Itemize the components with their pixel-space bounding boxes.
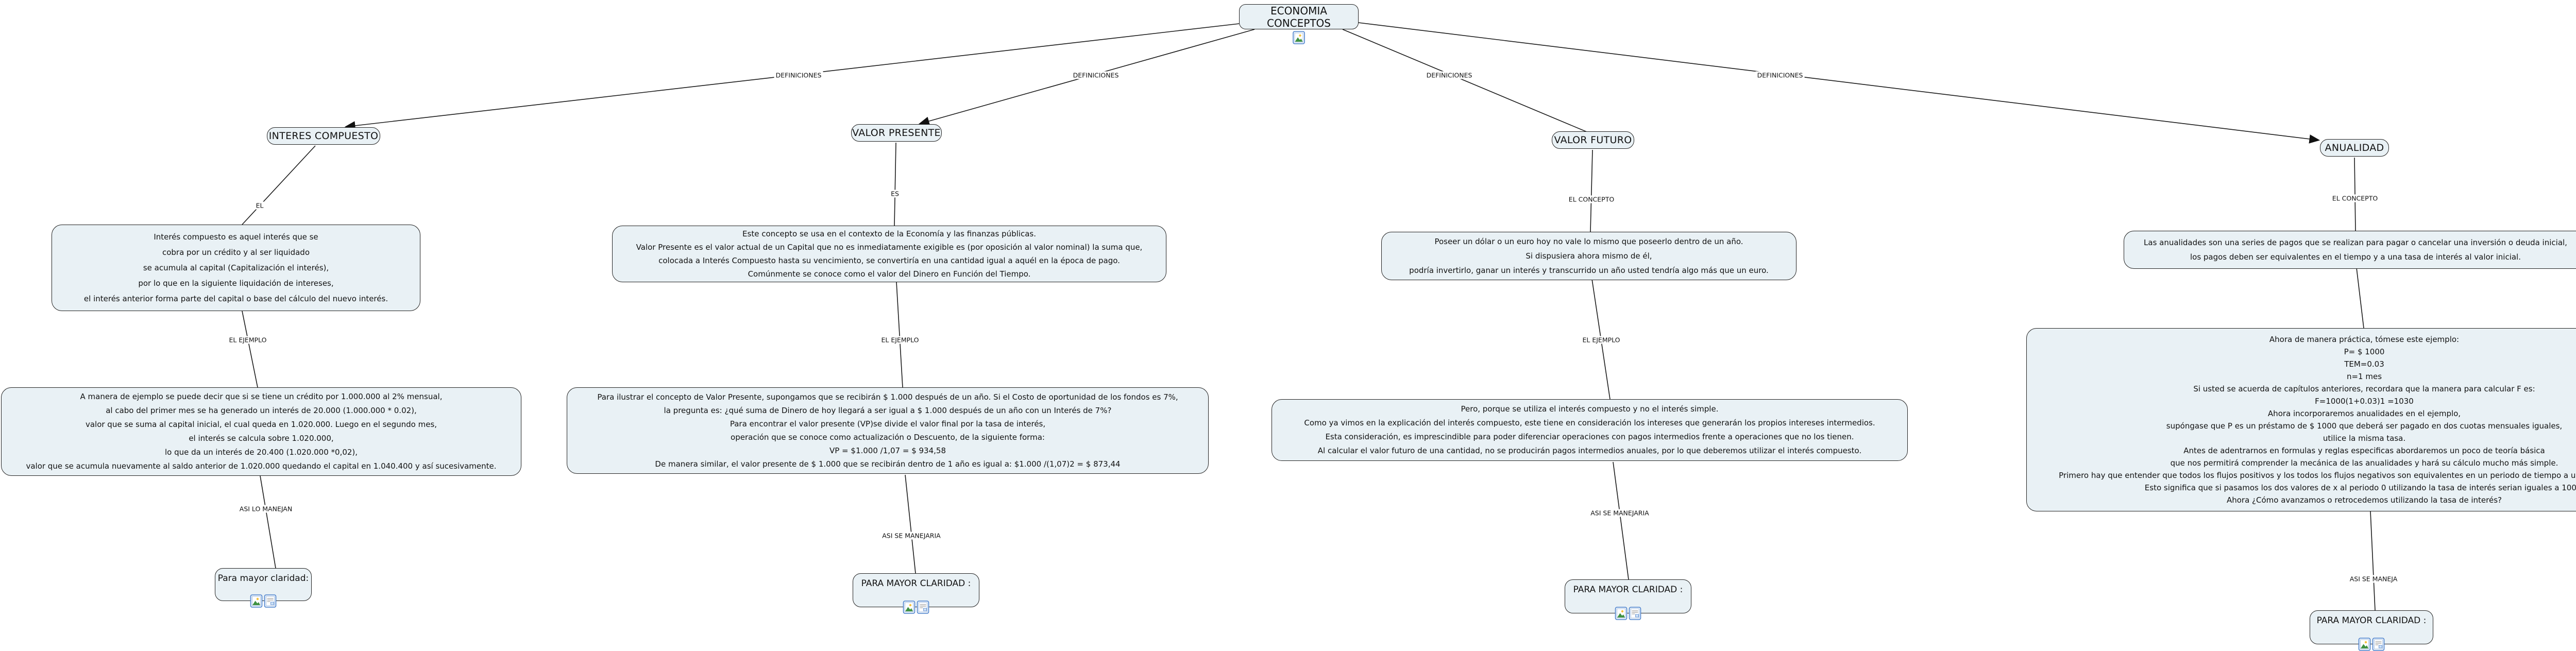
link-phrase-el-ejemplo-3[interactable]: EL EJEMPLO xyxy=(1581,336,1622,344)
clarity-interes-compuesto[interactable]: Para mayor claridad: xyxy=(215,568,312,608)
concept-anualidad[interactable]: ANUALIDAD xyxy=(2320,139,2389,157)
concept-label: ANUALIDAD xyxy=(2325,142,2384,153)
link-phrase-definiciones-2[interactable]: DEFINICIONES xyxy=(1071,71,1121,79)
clarity-label: PARA MAYOR CLARIDAD : xyxy=(1573,585,1683,595)
link-phrase-asi-se-manejaria-1[interactable]: ASI SE MANEJARIA xyxy=(880,532,942,540)
example-text: A manera de ejemplo se puede decir que s… xyxy=(26,392,497,471)
image-attachment-icon[interactable] xyxy=(1293,31,1305,44)
edge-vp-clarity xyxy=(905,474,916,574)
example-text: Pero, porque se utiliza el interés compu… xyxy=(1304,404,1875,455)
clarity-attachments xyxy=(2358,638,2385,651)
link-phrase-el-concepto-2[interactable]: EL CONCEPTO xyxy=(2330,194,2380,202)
example-valor-presente[interactable]: Para ilustrar el concepto de Valor Prese… xyxy=(567,387,1209,474)
definition-anualidad[interactable]: Las anualidades son una series de pagos … xyxy=(2124,231,2576,269)
edge-an-clarity xyxy=(2370,511,2376,611)
clarity-attachments xyxy=(1615,607,1641,620)
clarity-valor-presente[interactable]: PARA MAYOR CLARIDAD : xyxy=(853,573,979,614)
definition-text: Interés compuesto es aquel interés que s… xyxy=(83,232,388,303)
edge-group xyxy=(242,22,2376,611)
image-attachment-icon[interactable] xyxy=(2358,638,2371,651)
link-phrase-el-ejemplo-2[interactable]: EL EJEMPLO xyxy=(879,336,921,344)
link-phrase-el-concepto-1[interactable]: EL CONCEPTO xyxy=(1567,195,1616,203)
link-phrase-definiciones-3[interactable]: DEFINICIONES xyxy=(1425,71,1474,79)
edge-ic-def xyxy=(242,145,316,225)
definition-interes-compuesto[interactable]: Interés compuesto es aquel interés que s… xyxy=(52,225,420,311)
definition-text: Este concepto se usa en el contexto de l… xyxy=(636,229,1143,279)
edge-an-example xyxy=(2356,267,2364,329)
definition-valor-futuro[interactable]: Poseer un dólar o un euro hoy no vale lo… xyxy=(1381,232,1797,280)
edge-vp-def xyxy=(894,142,896,226)
link-phrase-asi-se-maneja[interactable]: ASI SE MANEJA xyxy=(2348,575,2399,583)
clarity-label: Para mayor claridad: xyxy=(217,573,309,584)
link-phrase-definiciones-1[interactable]: DEFINICIONES xyxy=(774,71,823,79)
note-attachment-icon[interactable] xyxy=(264,594,277,608)
note-attachment-icon[interactable] xyxy=(2372,638,2385,651)
example-text: Para ilustrar el concepto de Valor Prese… xyxy=(597,392,1178,469)
edge-an-def xyxy=(2354,157,2356,231)
edge-root-valor-futuro xyxy=(1342,29,1587,132)
link-phrase-el[interactable]: EL xyxy=(254,201,265,210)
concept-label: INTERES COMPUESTO xyxy=(268,130,379,142)
edge-vf-def xyxy=(1590,149,1593,232)
definition-text: Poseer un dólar o un euro hoy no vale lo… xyxy=(1409,237,1769,275)
image-attachment-icon[interactable] xyxy=(1615,607,1628,620)
example-text: Ahora de manera práctica, tómese este ej… xyxy=(2059,335,2576,505)
definition-text: Las anualidades son una series de pagos … xyxy=(2144,238,2567,262)
concept-valor-presente[interactable]: VALOR PRESENTE xyxy=(851,124,942,142)
edge-vf-clarity xyxy=(1613,461,1629,580)
edge-vp-example xyxy=(896,282,903,388)
note-attachment-icon[interactable] xyxy=(917,601,929,614)
example-interes-compuesto[interactable]: A manera de ejemplo se puede decir que s… xyxy=(1,387,521,476)
root-attachments xyxy=(1293,31,1305,44)
concept-valor-futuro[interactable]: VALOR FUTURO xyxy=(1552,131,1634,149)
link-phrase-asi-se-manejaria-2[interactable]: ASI SE MANEJARIA xyxy=(1589,509,1651,517)
clarity-label: PARA MAYOR CLARIDAD : xyxy=(2316,615,2427,626)
link-phrase-asi-lo-manejan[interactable]: ASI LO MANEJAN xyxy=(238,505,294,513)
example-anualidad[interactable]: Ahora de manera práctica, tómese este ej… xyxy=(2026,328,2576,511)
note-attachment-icon[interactable] xyxy=(1629,607,1641,620)
edge-root-anualidad xyxy=(1358,22,2320,144)
edge-ic-example xyxy=(242,311,258,388)
example-valor-futuro[interactable]: Pero, porque se utiliza el interés compu… xyxy=(1272,399,1908,461)
clarity-valor-futuro[interactable]: PARA MAYOR CLARIDAD : xyxy=(1565,579,1691,620)
clarity-attachments xyxy=(903,601,929,614)
concept-interes-compuesto[interactable]: INTERES COMPUESTO xyxy=(267,127,380,145)
concept-label: VALOR FUTURO xyxy=(1554,134,1632,146)
link-phrase-es[interactable]: ES xyxy=(889,190,901,198)
edge-ic-clarity xyxy=(260,475,276,569)
clarity-label: PARA MAYOR CLARIDAD : xyxy=(861,578,971,589)
image-attachment-icon[interactable] xyxy=(903,601,916,614)
image-attachment-icon[interactable] xyxy=(250,594,263,608)
link-phrase-el-ejemplo-1[interactable]: EL EJEMPLO xyxy=(227,336,268,344)
clarity-anualidad[interactable]: PARA MAYOR CLARIDAD : xyxy=(2310,610,2433,651)
link-phrase-definiciones-4[interactable]: DEFINICIONES xyxy=(1755,71,1805,79)
definition-valor-presente[interactable]: Este concepto se usa en el contexto de l… xyxy=(612,226,1166,282)
root-concept-economia-conceptos[interactable]: ECONOMIA CONCEPTOS xyxy=(1239,4,1359,44)
concept-label: VALOR PRESENTE xyxy=(852,127,941,139)
root-concept-label: ECONOMIA CONCEPTOS xyxy=(1267,4,1331,29)
clarity-attachments xyxy=(250,594,277,608)
